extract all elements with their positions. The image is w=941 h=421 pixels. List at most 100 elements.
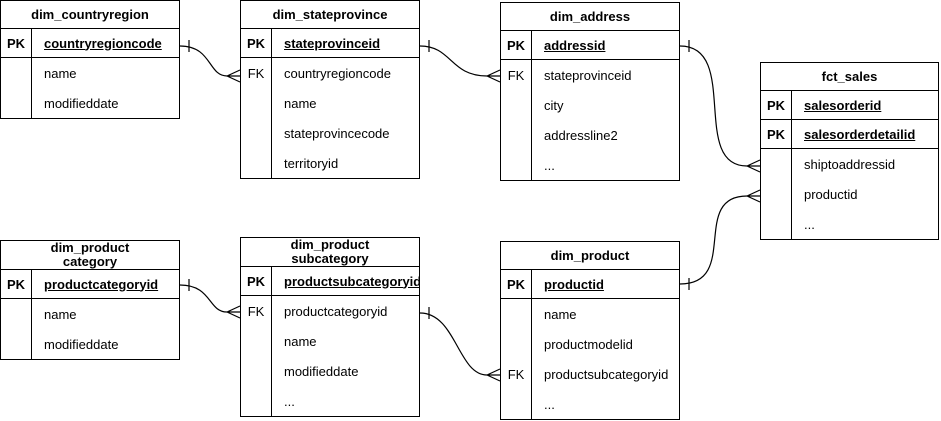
column-name: name	[44, 306, 77, 322]
connector-line[interactable]	[419, 312, 488, 376]
column-name: territoryid	[284, 155, 339, 171]
table-dim-address[interactable]: dim_address PK addressid FK stateprovinc…	[500, 2, 680, 181]
key-cell	[761, 209, 792, 239]
table-title-text-line2: subcategory	[291, 251, 369, 266]
connector-stateprovince-address[interactable]	[419, 40, 501, 83]
column-name: modifieddate	[44, 336, 119, 352]
table-row: FK stateprovinceid	[501, 60, 679, 90]
table-row: modifieddate	[241, 356, 419, 386]
pk-label: PK	[241, 29, 272, 57]
table-fct-sales[interactable]: fct_sales PK salesorderid PK salesorderd…	[760, 62, 939, 240]
table-row: PK countryregioncode	[1, 29, 179, 58]
column-name: productmodelid	[544, 336, 633, 352]
connector-line[interactable]	[179, 45, 228, 77]
cardinality-crow-foot	[486, 368, 501, 382]
table-dim-product[interactable]: dim_product PK productid name productmod…	[500, 241, 680, 420]
table-row: addressline2	[501, 120, 679, 150]
connector-address-fctsales[interactable]	[679, 40, 761, 173]
table-dim-productcategory[interactable]: dim_product category PK productcategoryi…	[0, 240, 180, 360]
column-name: productsubcategoryid	[544, 366, 669, 382]
column-name: ...	[804, 216, 815, 232]
key-cell	[501, 150, 532, 180]
table-row: name	[1, 58, 179, 88]
column-name: ...	[284, 393, 295, 409]
pk-label: PK	[241, 267, 272, 295]
pk-label: PK	[1, 270, 32, 298]
column-name: ...	[544, 396, 555, 412]
cardinality-crow-foot	[486, 69, 501, 83]
table-title-text-line2: category	[62, 254, 118, 269]
table-row: FK productcategoryid	[241, 296, 419, 326]
table-title-text: fct_sales	[821, 68, 878, 84]
table-title: dim_address	[501, 3, 679, 31]
key-cell	[241, 118, 272, 148]
table-title: fct_sales	[761, 63, 938, 91]
key-cell	[501, 389, 532, 419]
fk-label: FK	[501, 359, 532, 389]
pk-label: PK	[761, 120, 792, 148]
table-row: name	[1, 299, 179, 329]
column-name: name	[284, 95, 317, 111]
key-cell	[1, 58, 32, 88]
table-title-text: dim_product	[290, 237, 370, 252]
key-cell	[501, 90, 532, 120]
connector-line[interactable]	[679, 45, 748, 167]
key-cell	[501, 299, 532, 329]
connector-product-fctsales[interactable]	[679, 189, 761, 290]
cardinality-crow-foot	[226, 69, 241, 83]
column-name: salesorderid	[804, 97, 882, 113]
table-row: PK productcategoryid	[1, 270, 179, 299]
column-name: stateprovincecode	[284, 125, 390, 141]
table-row: city	[501, 90, 679, 120]
connector-line[interactable]	[419, 45, 488, 77]
table-row: PK addressid	[501, 31, 679, 60]
table-row: modifieddate	[1, 88, 179, 118]
key-cell	[501, 329, 532, 359]
table-row: stateprovincecode	[241, 118, 419, 148]
column-name: addressline2	[544, 127, 618, 143]
connector-countryregion-stateprovince[interactable]	[179, 40, 241, 83]
key-cell	[241, 356, 272, 386]
connector-line[interactable]	[179, 284, 228, 313]
table-row: productid	[761, 179, 938, 209]
table-row: PK productid	[501, 270, 679, 299]
table-row: PK salesorderdetailid	[761, 120, 938, 149]
column-name: name	[44, 65, 77, 81]
table-row: modifieddate	[1, 329, 179, 359]
table-dim-productsubcategory[interactable]: dim_product subcategory PK productsubcat…	[240, 237, 420, 417]
pk-label: PK	[1, 29, 32, 57]
table-row: name	[241, 88, 419, 118]
key-cell	[241, 148, 272, 178]
column-name: stateprovinceid	[284, 35, 381, 51]
column-name: modifieddate	[284, 363, 359, 379]
column-name: productid	[544, 276, 604, 292]
column-name: productsubcategoryid	[284, 273, 419, 289]
key-cell	[241, 386, 272, 416]
key-cell	[1, 299, 32, 329]
cardinality-crow-foot	[746, 159, 761, 173]
column-name: stateprovinceid	[544, 67, 632, 83]
connector-category-subcategory[interactable]	[179, 279, 241, 319]
column-name: countryregioncode	[44, 35, 162, 51]
table-row: PK salesorderid	[761, 91, 938, 120]
cardinality-crow-foot	[226, 305, 241, 319]
table-dim-stateprovince[interactable]: dim_stateprovince PK stateprovinceid FK …	[240, 0, 420, 179]
column-name: shiptoaddressid	[804, 156, 896, 172]
table-row: FK productsubcategoryid	[501, 359, 679, 389]
pk-label: PK	[501, 31, 532, 59]
column-name: city	[544, 97, 564, 113]
key-cell	[501, 120, 532, 150]
table-row: PK stateprovinceid	[241, 29, 419, 58]
table-dim-countryregion[interactable]: dim_countryregion PK countryregioncode n…	[0, 0, 180, 119]
table-title-text: dim_product	[550, 247, 630, 263]
table-title-text: dim_stateprovince	[272, 6, 388, 22]
key-cell	[241, 326, 272, 356]
table-title: dim_stateprovince	[241, 1, 419, 29]
table-title: dim_product subcategory	[241, 238, 419, 267]
column-name: modifieddate	[44, 95, 119, 111]
key-cell	[241, 88, 272, 118]
connector-line[interactable]	[679, 195, 748, 285]
connector-subcategory-product[interactable]	[419, 307, 501, 382]
